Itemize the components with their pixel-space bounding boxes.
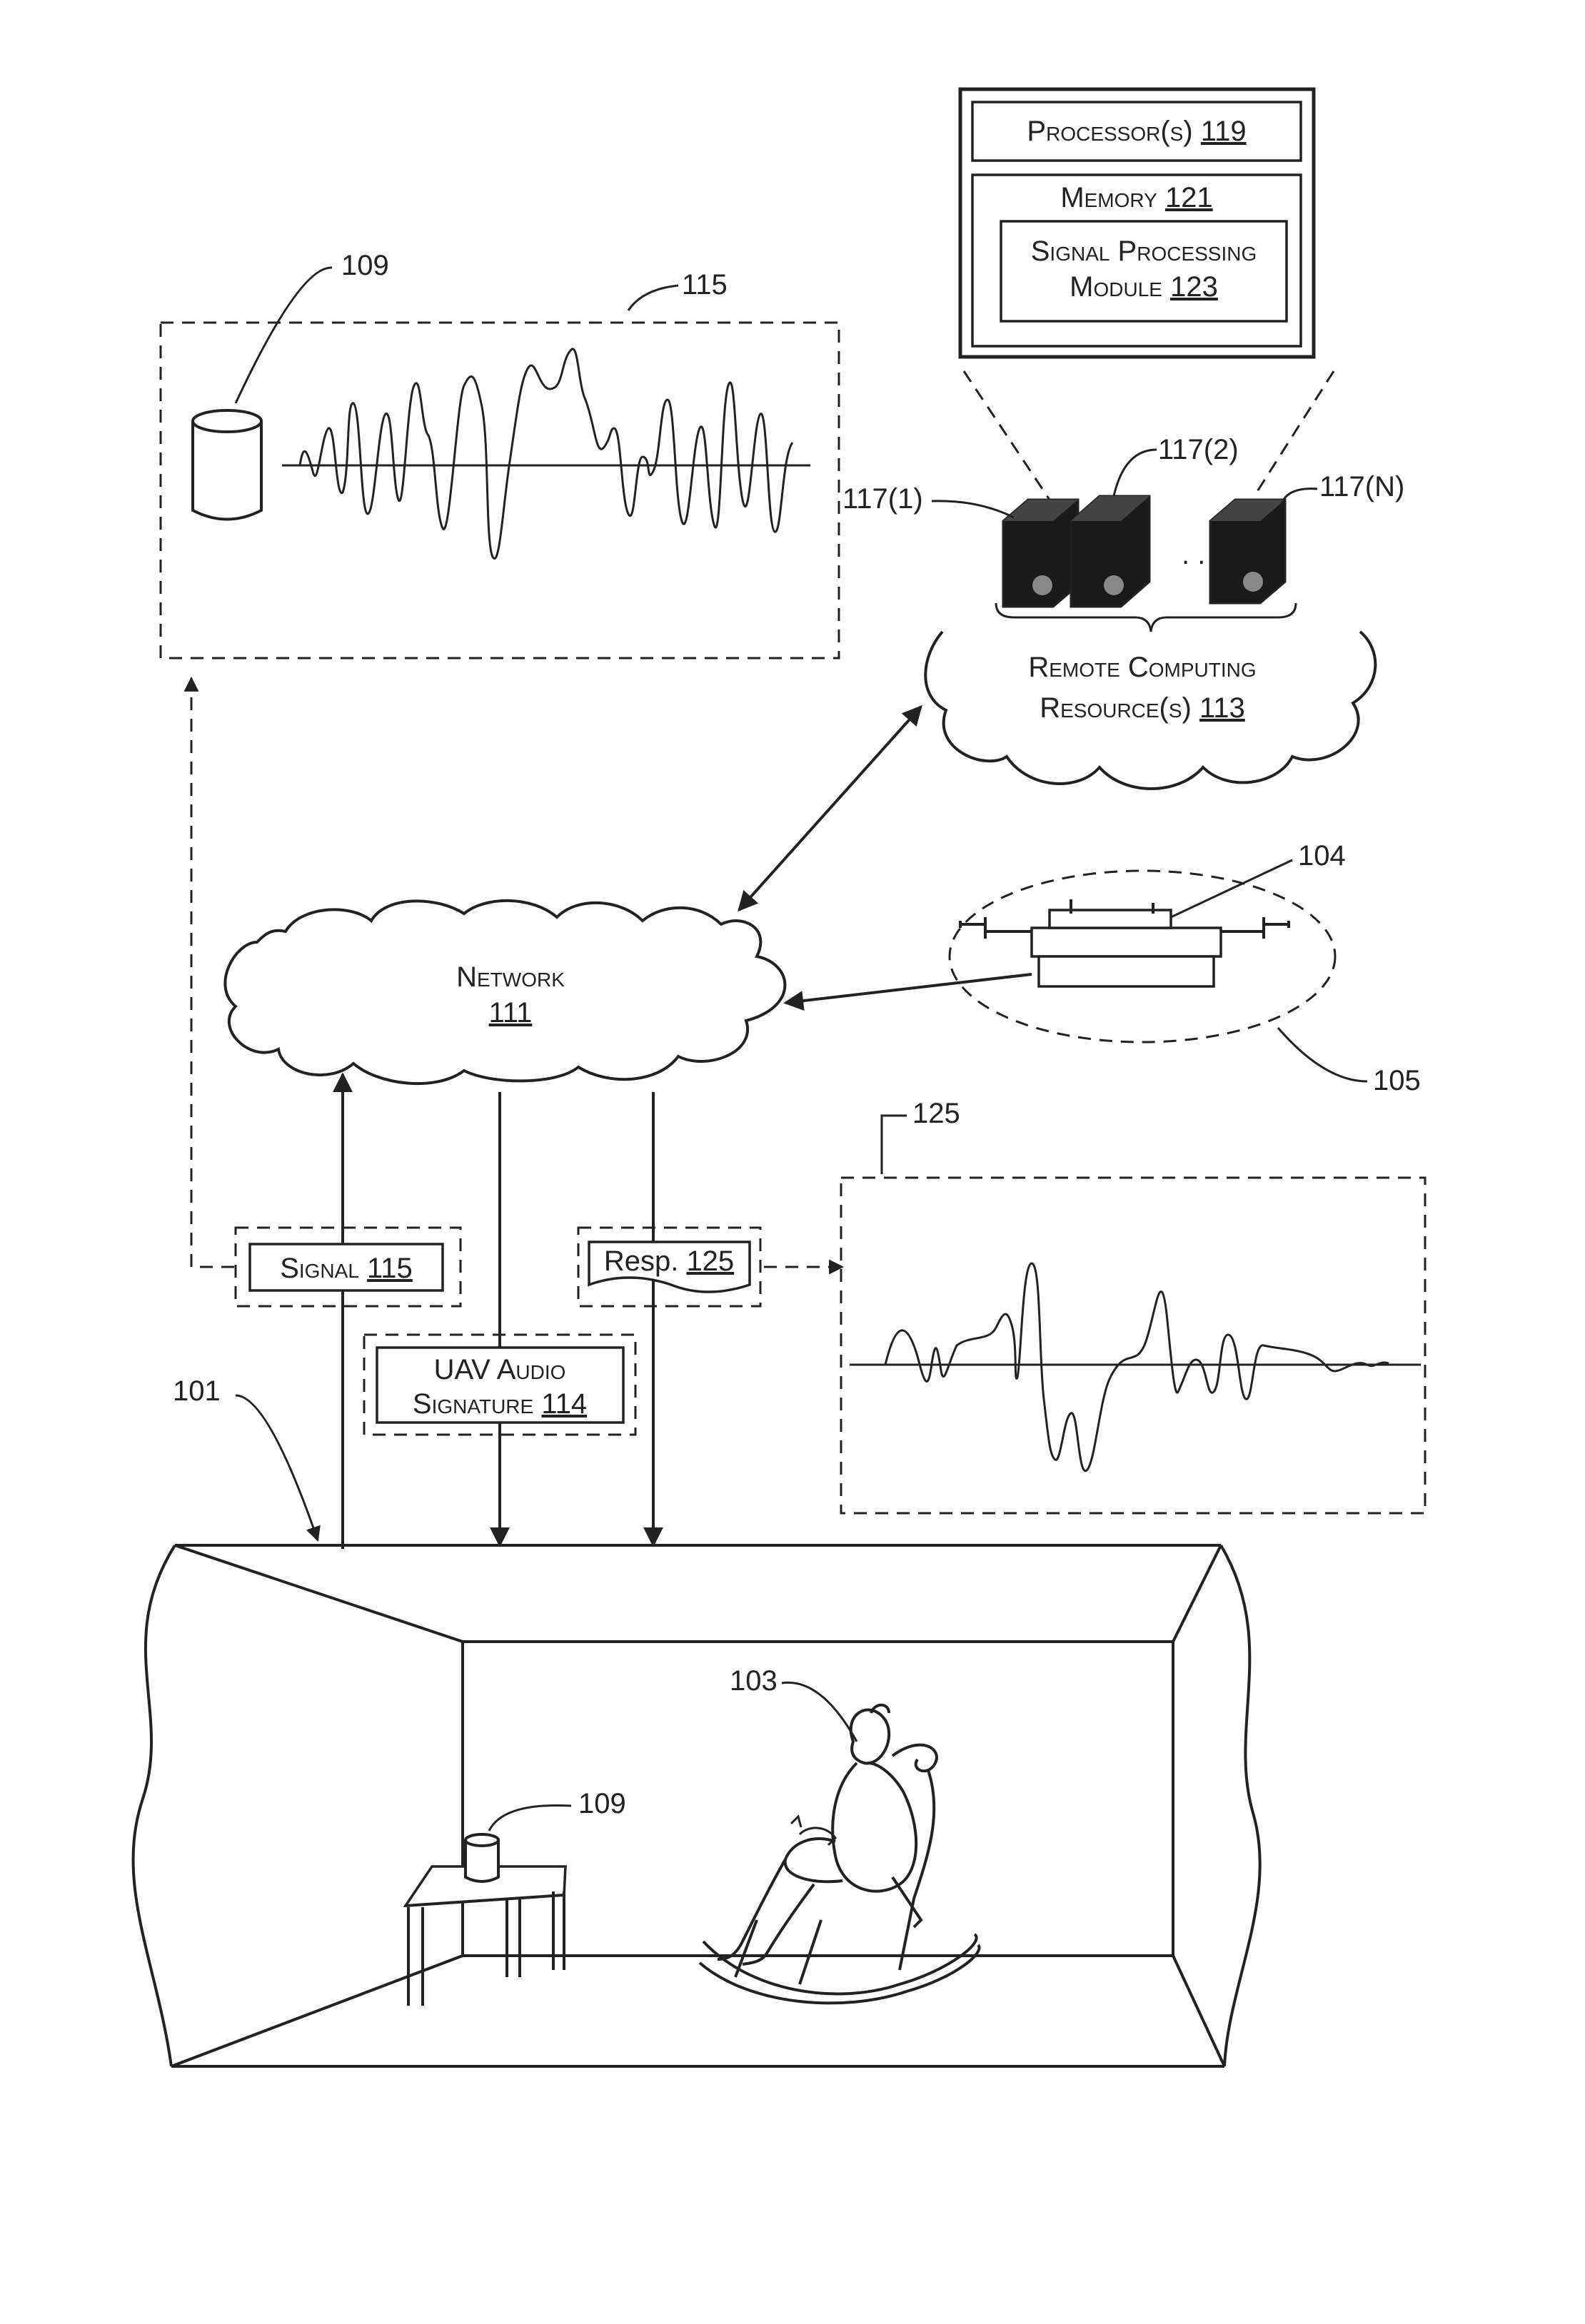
remote-cloud-icon (924, 630, 1377, 790)
device-icon-top (191, 409, 263, 521)
uav-drone-icon (959, 899, 1290, 988)
uav-zone-leader (1277, 1027, 1368, 1083)
signal-waveform (298, 348, 794, 560)
server-n-icon (1209, 498, 1287, 605)
uav-audio-line2: Signature 114 (413, 1388, 587, 1420)
uav-leader (1170, 859, 1293, 919)
person-ref: 103 (730, 1665, 778, 1697)
network-remote-arrow (738, 704, 922, 912)
uav-audio-line1: UAV Audio (434, 1354, 566, 1385)
signal-tag-outer (234, 1226, 462, 1308)
person-rocking-chair-icon (698, 1703, 981, 2005)
response-waveform (884, 1262, 1389, 1472)
device-ref-top: 109 (341, 250, 389, 281)
signal-panel-ref: 115 (682, 269, 728, 300)
server-1-leader (931, 500, 1015, 519)
signal-tag-box (248, 1243, 444, 1292)
servers-brace (995, 602, 1297, 632)
signal-module-line2: Module 123 (1070, 271, 1218, 303)
signal-module-line1: Signal Processing (1031, 236, 1257, 267)
server-detail-box: Processor(s) 119 Memory 121 Signal Proce… (958, 87, 1316, 359)
server-n-ref: 117(N) (1319, 471, 1404, 502)
side-table (403, 1865, 567, 2006)
processors-label: Processor(s) 119 (1027, 116, 1246, 147)
detail-callout-right (1255, 370, 1335, 493)
response-panel-ref: 125 (912, 1098, 960, 1129)
signal-tag-label: Signal 115 (280, 1253, 413, 1284)
network-cloud-icon (223, 899, 787, 1086)
response-panel (840, 1176, 1426, 1515)
resp-tag-outer (577, 1226, 762, 1308)
signal-processing-module-box (1000, 220, 1288, 323)
server-n-leader (1280, 487, 1318, 504)
uav-network-arrow (783, 973, 1032, 1011)
remote-line1: Remote Computing (1028, 652, 1256, 683)
signal-to-panel-arrow (183, 676, 234, 1268)
network-ref: 111 (489, 997, 533, 1029)
server-1-icon (1002, 498, 1080, 608)
server-2-ref: 117(2) (1158, 434, 1239, 465)
device-ref-room: 109 (578, 1788, 626, 1819)
uav-zone-ref: 105 (1373, 1065, 1421, 1096)
network-label: Network (456, 961, 565, 993)
response-panel-leader (880, 1114, 907, 1174)
device-room-leader (488, 1804, 572, 1832)
person-leader (781, 1681, 858, 1742)
remote-line2: Resource(s) 113 (1040, 692, 1245, 724)
server-2-leader (1112, 448, 1157, 497)
device-icon-room (464, 1833, 500, 1883)
environment-ref: 101 (173, 1375, 221, 1407)
uav-audio-tag-outer (363, 1333, 637, 1436)
server-2-icon (1070, 495, 1151, 608)
resp-tag-label: Resp. 125 (604, 1246, 734, 1277)
signal-panel-leader (627, 284, 679, 311)
uav-zone (948, 869, 1337, 1044)
server-1-ref: 117(1) (842, 483, 923, 515)
processors-box (971, 101, 1302, 162)
signal-panel (159, 321, 840, 660)
resp-tag-box (588, 1241, 751, 1293)
device-top-leader (234, 266, 333, 404)
server-ellipsis: . . (1182, 539, 1205, 570)
environment-leader (235, 1394, 321, 1542)
room-environment (131, 1544, 1262, 2068)
uav-audio-tag-box (376, 1346, 625, 1424)
detail-callout-left (962, 370, 1051, 500)
uav-ref: 104 (1298, 840, 1346, 872)
memory-label: Memory 121 (1060, 182, 1212, 213)
